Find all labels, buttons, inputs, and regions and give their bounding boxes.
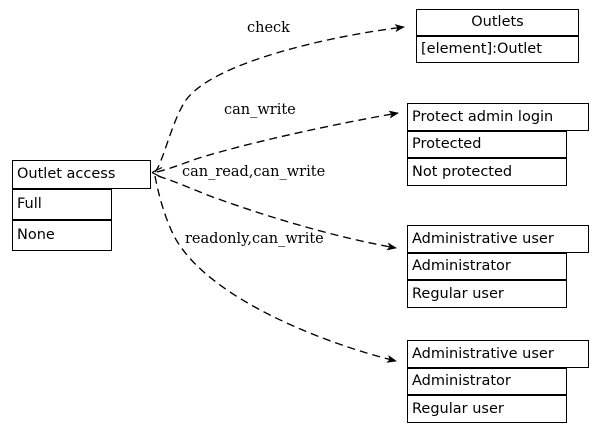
node-outlets-row-element[interactable]: [element]:Outlet (416, 36, 579, 63)
edge-can-read-can-write-line (157, 175, 397, 251)
edge-label-can-write: can_write (224, 102, 296, 118)
node-protect-admin-login-title: Protect admin login (407, 103, 589, 131)
node-outlet-access-title: Outlet access (12, 160, 151, 189)
node-outlet-access-row-full[interactable]: Full (12, 189, 112, 220)
edge-label-check: check (247, 20, 290, 36)
node-administrative-user-1-row-administrator[interactable]: Administrator (407, 253, 567, 280)
node-outlet-access-row-none[interactable]: None (12, 220, 112, 251)
edge-label-readonly-can-write: readonly,can_write (185, 231, 324, 247)
node-administrative-user-1-title: Administrative user (407, 225, 589, 253)
node-administrative-user-2-row-administrator[interactable]: Administrator (407, 368, 567, 395)
edge-can-write-line (156, 110, 399, 173)
edge-check-line (154, 24, 405, 173)
edge-label-can-read-can-write: can_read,can_write (182, 164, 326, 180)
node-administrative-user-2-title: Administrative user (407, 340, 589, 368)
node-protect-admin-login-row-protected[interactable]: Protected (407, 131, 567, 158)
node-protect-admin-login-row-not-protected[interactable]: Not protected (407, 158, 567, 186)
node-administrative-user-1-row-regular-user[interactable]: Regular user (407, 280, 567, 308)
edge-readonly-can-write-line (154, 175, 397, 363)
node-administrative-user-2-row-regular-user[interactable]: Regular user (407, 395, 567, 423)
node-outlets-title: Outlets (416, 9, 579, 36)
